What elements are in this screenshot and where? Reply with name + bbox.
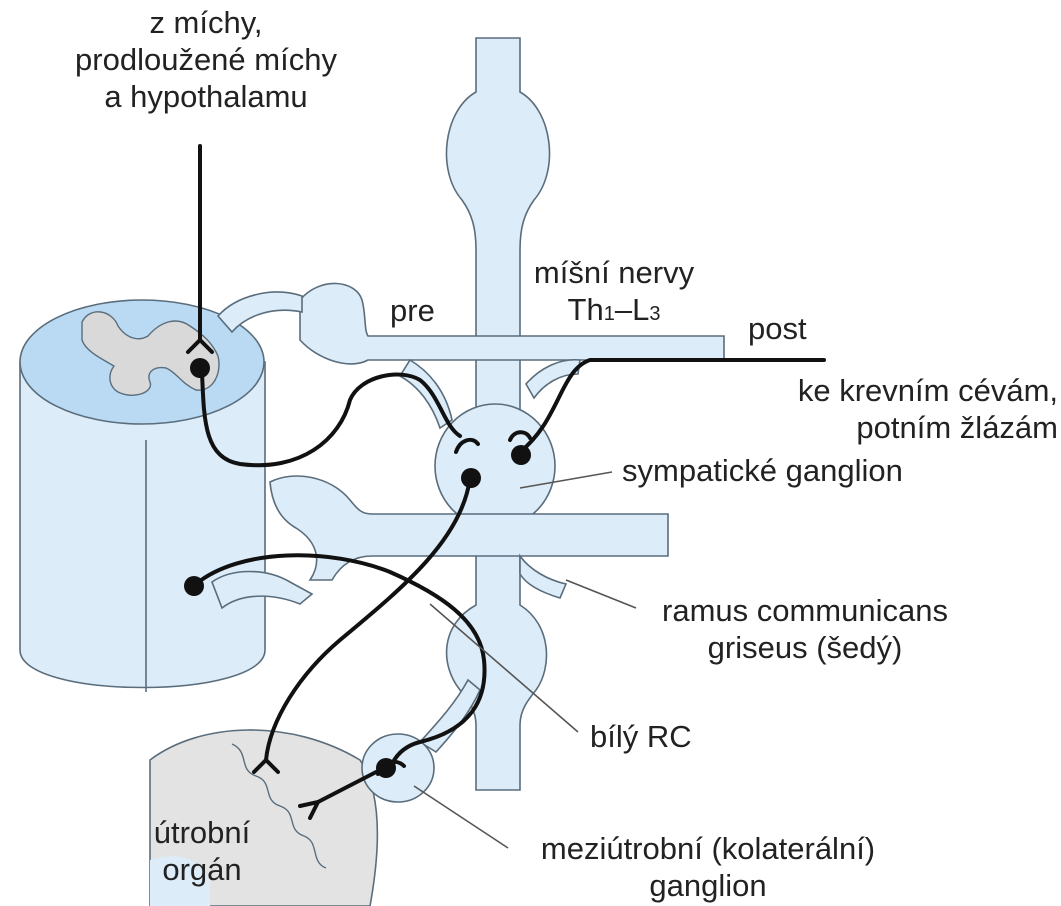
segment-th-sub: 1 bbox=[604, 303, 615, 325]
leader-ramus bbox=[566, 580, 636, 608]
target-label-line1: ke krevním cévám, bbox=[700, 372, 1058, 409]
sympathetic-ganglion-shape bbox=[435, 404, 555, 528]
segment-range: Th1–L3 bbox=[524, 291, 704, 333]
ramus-label-line1: ramus communicans bbox=[640, 592, 970, 629]
segment-dash: – bbox=[615, 292, 632, 327]
spinal-nerves-label: míšní nervy Th1–L3 bbox=[524, 254, 704, 333]
source-label-line1: z míchy, bbox=[36, 4, 376, 41]
post-label: post bbox=[748, 310, 807, 347]
gray-ramus-upper bbox=[526, 360, 580, 398]
visceral-organ-label: útrobní orgán bbox=[132, 814, 272, 888]
sympathetic-ganglion-label: sympatické ganglion bbox=[622, 452, 903, 489]
target-label: ke krevním cévám, potním žlázám bbox=[700, 372, 1058, 446]
dorsal-root bbox=[218, 292, 302, 332]
ganglion-cell-left bbox=[461, 468, 481, 488]
collateral-label-line1: meziútrobní (kolaterální) bbox=[508, 830, 908, 867]
source-label: z míchy, prodloužené míchy a hypothalamu bbox=[36, 4, 376, 115]
sympathetic-trunk bbox=[435, 38, 555, 790]
segment-l-sub: 3 bbox=[649, 303, 660, 325]
ramus-label-line2: griseus (šedý) bbox=[640, 629, 970, 666]
lateral-horn-cell-lower bbox=[184, 576, 204, 596]
pre-label: pre bbox=[390, 292, 435, 329]
visceral-organ-line1: útrobní bbox=[132, 814, 272, 851]
source-label-line2: prodloužené míchy bbox=[36, 41, 376, 78]
brainstem-synapse-cell bbox=[190, 358, 210, 378]
target-label-line2: potním žlázám bbox=[700, 409, 1058, 446]
collateral-ganglion-label: meziútrobní (kolaterální) ganglion bbox=[508, 830, 908, 904]
white-rc-label: bílý RC bbox=[590, 718, 692, 755]
segment-th: Th bbox=[568, 292, 604, 327]
spinal-nerves-title: míšní nervy bbox=[524, 254, 704, 291]
segment-l: L bbox=[632, 292, 649, 327]
collateral-ganglion-cell bbox=[376, 758, 396, 778]
spinal-cord bbox=[20, 300, 265, 692]
collateral-label-line2: ganglion bbox=[508, 867, 908, 904]
source-label-line3: a hypothalamu bbox=[36, 78, 376, 115]
leader-collateral bbox=[414, 786, 508, 848]
gray-ramus bbox=[520, 556, 566, 598]
ramus-label: ramus communicans griseus (šedý) bbox=[640, 592, 970, 666]
visceral-organ-line2: orgán bbox=[132, 851, 272, 888]
ganglion-cell-right bbox=[511, 445, 531, 465]
